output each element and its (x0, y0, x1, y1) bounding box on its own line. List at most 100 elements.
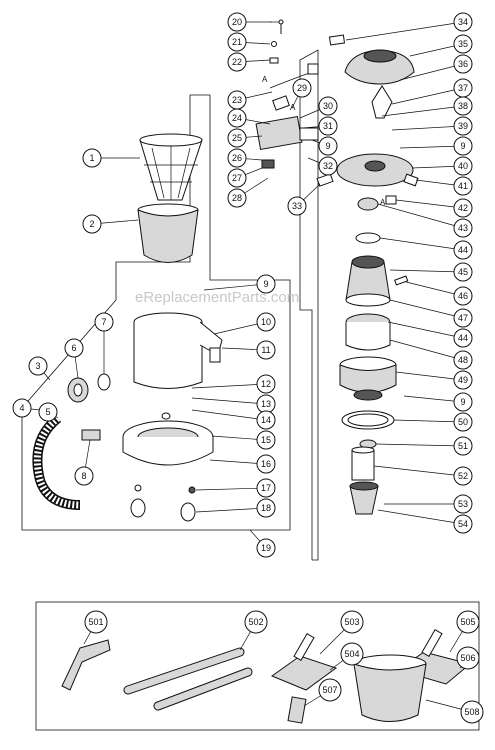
float-54 (349, 481, 379, 515)
callout-label-50: 50 (458, 417, 468, 427)
callout-circle-45 (453, 262, 473, 282)
leader-line-36 (399, 63, 464, 81)
callout-label-28: 28 (232, 193, 242, 203)
callout-20: 20 (227, 12, 247, 32)
callout-label-19: 19 (261, 543, 271, 553)
callout-label-504: 504 (344, 649, 359, 659)
callout-circle-506 (456, 646, 480, 670)
callout-37: 37 (453, 78, 473, 98)
callout-circle-8 (74, 466, 94, 486)
callout-50: 50 (453, 412, 473, 432)
leader-line-12 (191, 383, 267, 389)
leader-line-17 (195, 487, 267, 491)
callout-circle-24 (227, 108, 247, 128)
callout-label-9c: 9 (460, 397, 465, 407)
callout-circle-18 (256, 498, 276, 518)
callout-9b: 9 (453, 136, 473, 156)
callout-label-30: 30 (323, 101, 333, 111)
callout-circle-53 (453, 494, 473, 514)
callout-label-25: 25 (232, 133, 242, 143)
callout-48: 48 (453, 350, 473, 370)
callout-21: 21 (227, 32, 247, 52)
callout-54: 54 (453, 514, 473, 534)
callout-label-1: 1 (89, 153, 94, 163)
callout-circle-33 (287, 196, 307, 216)
callout-label-2: 2 (89, 219, 94, 229)
callout-circle-22 (227, 52, 247, 72)
callout-label-32: 32 (323, 161, 333, 171)
leader-line-14 (191, 409, 267, 421)
callout-circle-12 (256, 374, 276, 394)
callout-29: 29 (292, 78, 312, 98)
right-assembly-frame (299, 49, 319, 561)
callout-label-9d: 9 (263, 279, 268, 289)
leader-line-37 (391, 87, 464, 105)
callout-circle-47 (453, 308, 473, 328)
callout-circle-16 (256, 454, 276, 474)
callout-circle-1 (82, 148, 102, 168)
callout-40: 40 (453, 156, 473, 176)
callout-43: 43 (453, 218, 473, 238)
callout-46: 46 (453, 286, 473, 306)
callout-13: 13 (256, 394, 276, 414)
callout-label-10: 10 (261, 317, 271, 327)
callout-label-12: 12 (261, 379, 271, 389)
callout-11: 11 (256, 340, 276, 360)
callout-label-11: 11 (261, 345, 270, 355)
callout-18: 18 (256, 498, 276, 518)
callout-504: 504 (340, 642, 364, 666)
callout-label-34: 34 (458, 17, 468, 27)
callout-506: 506 (456, 646, 480, 670)
callout-22: 22 (227, 52, 247, 72)
callout-label-26: 26 (232, 153, 242, 163)
callout-circle-14 (256, 410, 276, 430)
callout-circle-40 (453, 156, 473, 176)
callout-44a: 44 (453, 240, 473, 260)
mark-a1: A (262, 75, 268, 84)
callout-circle-6 (64, 338, 84, 358)
bent-wand-501 (61, 639, 111, 691)
callout-circle-19 (256, 538, 276, 558)
callout-label-503: 503 (344, 617, 359, 627)
filter-52 (351, 446, 375, 481)
callout-label-33: 33 (292, 201, 302, 211)
callout-label-9b: 9 (460, 141, 465, 151)
callout-label-13: 13 (261, 399, 271, 409)
callout-circle-32 (318, 156, 338, 176)
sleeve-44 (355, 232, 381, 244)
callout-501: 501 (84, 610, 108, 634)
callout-32: 32 (318, 156, 338, 176)
motor-45 (345, 255, 409, 307)
callout-502: 502 (244, 610, 268, 634)
callout-circle-46 (453, 286, 473, 306)
leader-line-18 (195, 507, 267, 513)
callout-circle-30 (318, 96, 338, 116)
callout-31: 31 (318, 116, 338, 136)
callout-label-23: 23 (232, 95, 242, 105)
callout-label-54: 54 (458, 519, 468, 529)
callout-circle-20 (227, 12, 247, 32)
filter-bag-2 (137, 203, 199, 263)
callout-label-501: 501 (88, 617, 103, 627)
callout-circle-34 (453, 12, 473, 32)
callout-9d: 9 (256, 274, 276, 294)
callout-circle-25 (227, 128, 247, 148)
callout-label-17: 17 (261, 483, 271, 493)
callout-38: 38 (453, 96, 473, 116)
callout-45: 45 (453, 262, 473, 282)
callout-507: 507 (318, 678, 342, 702)
motor-cover-35 (328, 34, 415, 85)
callout-circle-9d (256, 274, 276, 294)
callout-circle-29 (292, 78, 312, 98)
callout-49: 49 (453, 370, 473, 390)
callout-label-48: 48 (458, 355, 468, 365)
callout-label-20: 20 (232, 17, 242, 27)
callout-label-52: 52 (458, 471, 468, 481)
callout-circle-9b (453, 136, 473, 156)
inlet-6-7 (67, 373, 111, 403)
leader-line-45 (389, 269, 464, 273)
callout-circle-7 (94, 312, 114, 332)
callout-circle-42 (453, 198, 473, 218)
callout-label-16: 16 (261, 459, 271, 469)
callout-circle-17 (256, 478, 276, 498)
